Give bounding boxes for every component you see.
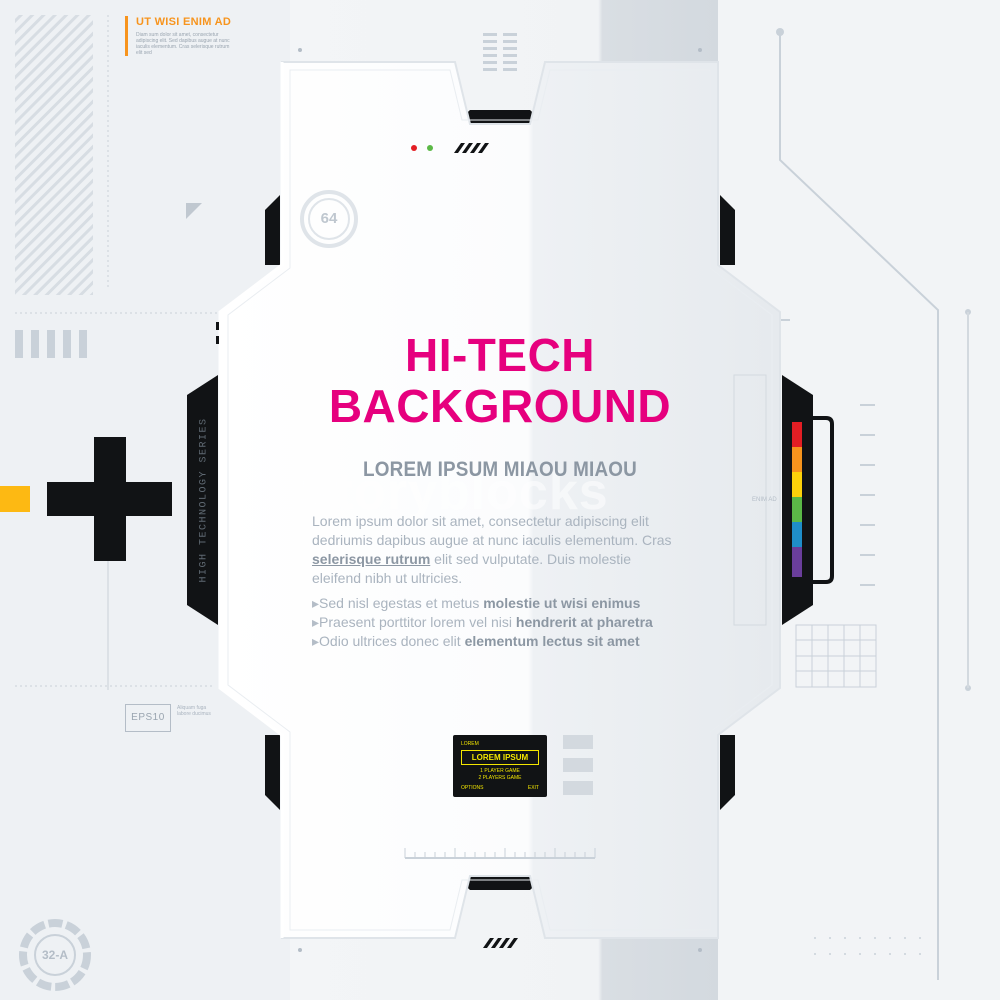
bullet-list: Sed nisl egestas et metus molestie ut wi… — [312, 594, 692, 651]
bullet-bold: molestie ut wisi enimus — [483, 595, 641, 611]
watermark: Storyblocks — [300, 463, 609, 521]
grey-blocks — [563, 735, 593, 795]
panel-brackets — [187, 110, 813, 890]
body-paragraph: Lorem ipsum dolor sit amet, consectetur … — [312, 512, 682, 588]
bullet-bold: hendrerit at pharetra — [515, 614, 653, 630]
rainbow-strip — [792, 422, 802, 577]
title-line-1: HI-TECH — [404, 329, 596, 381]
option-one-player[interactable]: 1 PLAYER GAME — [480, 768, 520, 774]
badge-32a-ring — [19, 919, 91, 991]
yellow-marker — [0, 486, 30, 512]
list-item: Praesent porttitor lorem vel nisi hendre… — [312, 613, 692, 632]
grey-bars-left — [15, 330, 87, 358]
badge-32a: 32-A — [41, 948, 68, 962]
option-two-players[interactable]: 2 PLAYERS GAME — [478, 775, 522, 781]
badge-64: 64 — [320, 210, 338, 227]
green-light-icon — [427, 145, 433, 151]
eps-note: Aliquam fuga labore ducimus — [177, 705, 211, 717]
bullet-text: Sed nisl egestas et metus — [319, 595, 484, 611]
top-bars — [483, 33, 517, 71]
title-line-2: BACKGROUND — [328, 380, 672, 432]
eps-badge: EPS10 — [125, 704, 171, 732]
bullet-text: Praesent porttitor lorem vel nisi — [319, 614, 516, 630]
badge-64-ring — [300, 190, 358, 248]
mini-screen: LOREM LOREM IPSUM 1 PLAYER GAME 2 PLAYER… — [453, 735, 547, 797]
hash-marks-icon — [454, 143, 489, 153]
note-body: Diam sum dolor sit amet, consectetur adi… — [136, 32, 230, 56]
paragraph-part-1: Lorem ipsum dolor sit amet, consectetur … — [312, 513, 672, 548]
subtitle: LOREM IPSUM MIAOU MIAOU — [363, 458, 637, 481]
note-title: UT WISI ENIM AD — [136, 16, 232, 28]
list-item: Odio ultrices donec elit elementum lectu… — [312, 632, 692, 651]
exit-link[interactable]: EXIT — [527, 785, 539, 791]
handle-icon — [805, 416, 834, 584]
dot-grid — [814, 937, 921, 955]
paragraph-link[interactable]: selerisque rutrum — [312, 551, 431, 567]
striped-block — [15, 15, 93, 295]
plus-icon — [47, 437, 172, 561]
red-light-icon — [411, 145, 417, 151]
options-link[interactable]: OPTIONS — [461, 785, 484, 791]
bullet-text: Odio ultrices donec elit — [319, 633, 465, 649]
screen-main-button[interactable]: LOREM IPSUM — [461, 750, 539, 765]
hash-marks-bottom-icon — [483, 938, 518, 948]
ruler — [404, 848, 596, 859]
right-note: ENIM AD — [752, 497, 777, 503]
series-label: HIGH TECHNOLOGY SERIES — [198, 417, 210, 583]
bullet-bold: elementum lectus sit amet — [464, 633, 640, 649]
top-left-note: UT WISI ENIM AD Diam sum dolor sit amet,… — [125, 16, 236, 56]
grid — [795, 624, 877, 688]
list-item: Sed nisl egestas et metus molestie ut wi… — [312, 594, 692, 613]
screen-top-label: LOREM — [461, 741, 479, 747]
paragraph-part-2: elit sed vulputate. Duis molestie eleife… — [312, 551, 632, 586]
